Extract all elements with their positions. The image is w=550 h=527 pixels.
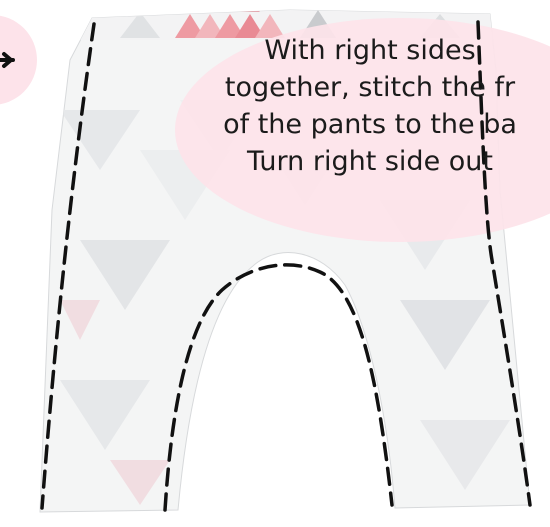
- step-circle-icon: [0, 15, 37, 105]
